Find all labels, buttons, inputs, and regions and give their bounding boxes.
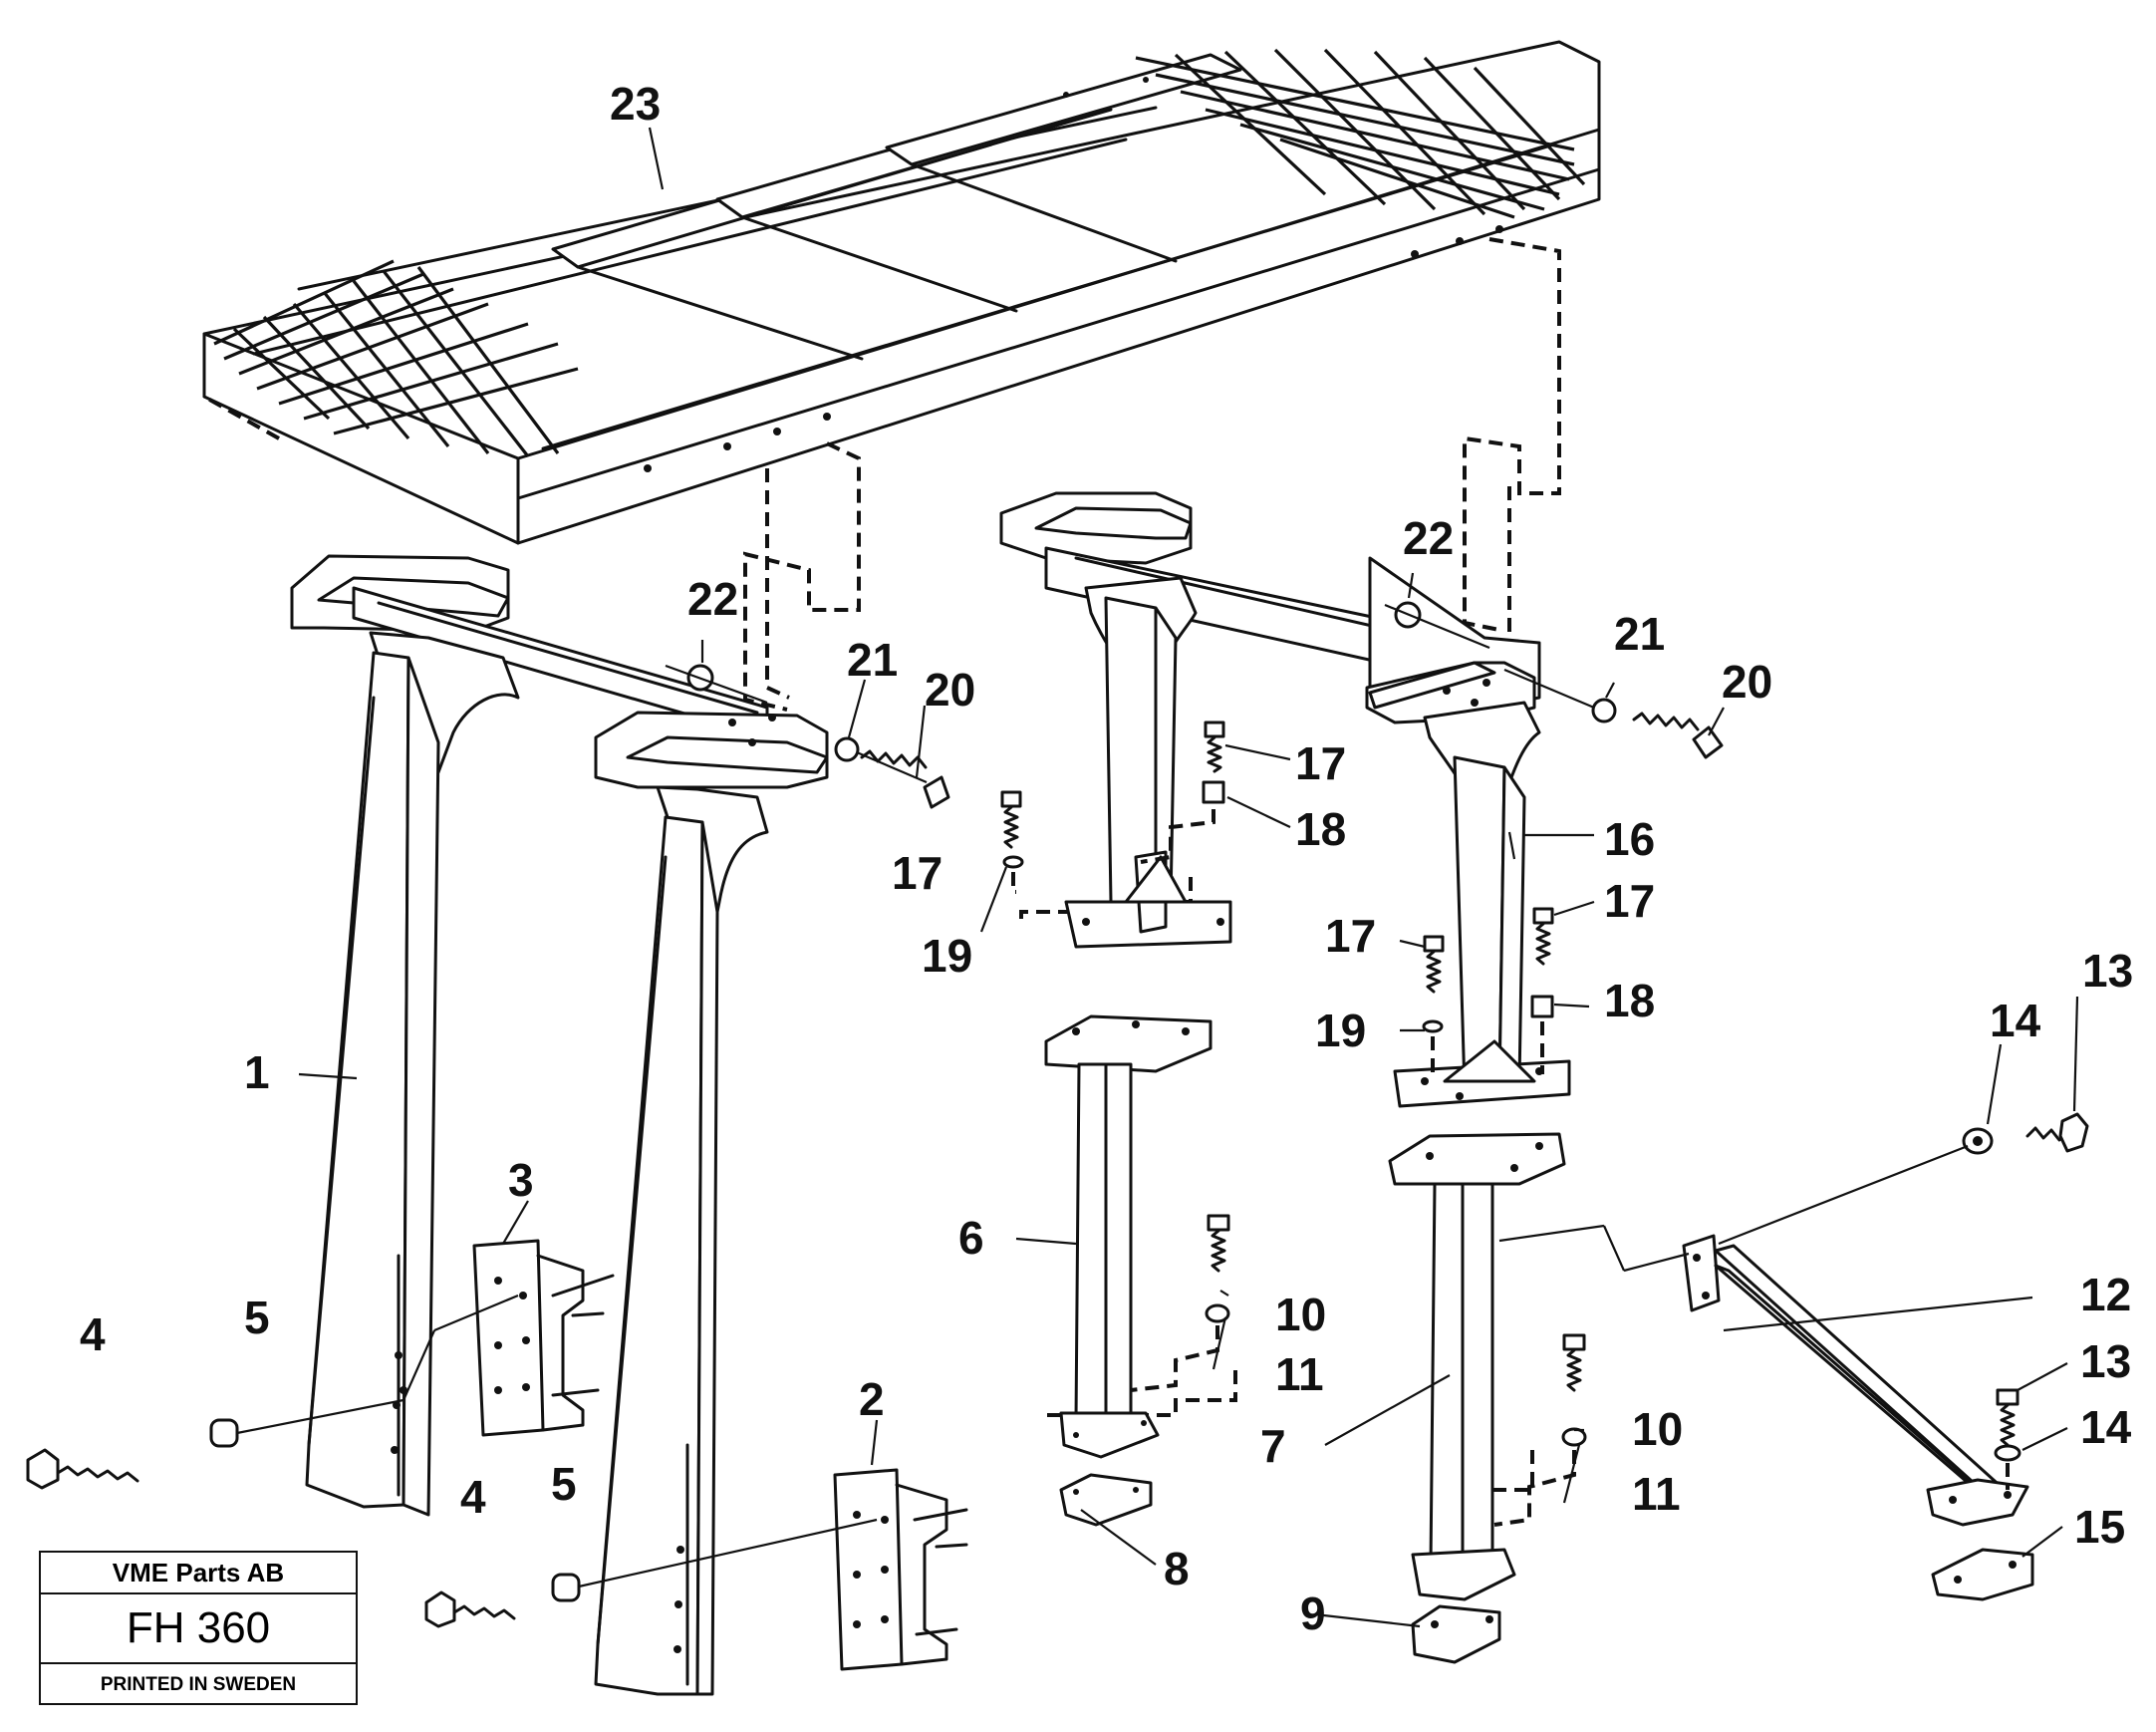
callout-10: 10	[1632, 1403, 1683, 1455]
rear-frame	[999, 491, 1571, 1108]
callout-20: 20	[925, 664, 975, 716]
callout-14: 14	[2080, 1401, 2132, 1453]
left-frame	[290, 554, 829, 1696]
callout-12: 12	[2080, 1269, 2131, 1320]
callout-22: 22	[1403, 512, 1454, 564]
callout-19: 19	[1315, 1005, 1366, 1056]
callout-18: 18	[1295, 803, 1346, 855]
callout-10: 10	[1275, 1289, 1326, 1340]
callout-19: 19	[922, 930, 972, 982]
callout-3: 3	[508, 1154, 534, 1206]
callout-17: 17	[1604, 875, 1655, 927]
callout-21: 21	[847, 634, 898, 686]
callout-6: 6	[958, 1212, 984, 1264]
bolts-17-18-19	[1000, 721, 1554, 1076]
callout-8: 8	[1164, 1543, 1190, 1594]
callout-14: 14	[1990, 995, 2041, 1046]
callout-1: 1	[244, 1046, 270, 1098]
rear-frame-fasteners	[1384, 601, 1724, 759]
short-column	[1044, 1014, 1230, 1527]
callout-17: 17	[892, 847, 943, 899]
callout-17: 17	[1295, 737, 1346, 789]
callout-labels: 23 22 21 20 22 21 20 17 19 17 18 16 17 1…	[80, 78, 2133, 1639]
company-name: VME Parts AB	[41, 1553, 356, 1594]
printed-note: PRINTED IN SWEDEN	[100, 1674, 297, 1695]
callout-2: 2	[859, 1373, 885, 1425]
platform-grating	[202, 40, 1601, 545]
callout-9: 9	[1300, 1588, 1326, 1639]
callout-23: 23	[610, 78, 661, 130]
mounting-brackets	[26, 1239, 968, 1671]
callout-18: 18	[1604, 975, 1655, 1026]
callout-17: 17	[1325, 910, 1376, 962]
callout-11: 11	[1275, 1348, 1324, 1400]
diagonal-brace	[1498, 1112, 2089, 1601]
callout-13: 13	[2080, 1335, 2131, 1387]
title-block: VME Parts AB FH 360 PRINTED IN SWEDEN	[39, 1551, 358, 1705]
callout-7: 7	[1260, 1420, 1286, 1472]
left-frame-fasteners	[665, 664, 950, 809]
callout-20: 20	[1722, 656, 1772, 708]
callout-15: 15	[2074, 1501, 2125, 1553]
callout-22: 22	[687, 573, 738, 625]
callout-21: 21	[1614, 608, 1665, 660]
callout-leaders	[298, 127, 2079, 1628]
callout-11: 11	[1632, 1468, 1681, 1520]
callout-5: 5	[551, 1458, 577, 1510]
callout-5: 5	[244, 1292, 270, 1343]
callout-13: 13	[2082, 945, 2133, 997]
model-number: FH 360	[41, 1594, 356, 1664]
callout-4: 4	[460, 1471, 486, 1523]
callout-4: 4	[80, 1308, 106, 1360]
callout-16: 16	[1604, 813, 1655, 865]
tall-column	[1388, 1132, 1587, 1664]
